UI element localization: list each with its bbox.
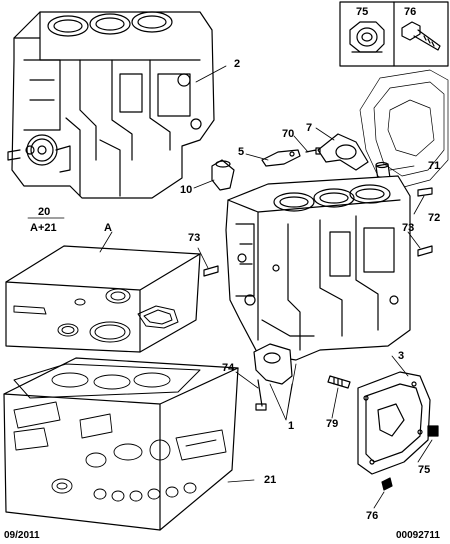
bell-housing — [359, 69, 449, 189]
callout-2: 2 — [234, 58, 241, 70]
nut-75 — [349, 21, 385, 53]
callout-3: 3 — [398, 350, 405, 362]
dowel-10 — [211, 159, 235, 191]
leader-lines — [27, 65, 433, 509]
callout-20: 20 — [38, 206, 51, 218]
gasket-kit-a21 — [3, 357, 239, 531]
callout-10: 10 — [180, 184, 193, 196]
callout-1: 1 — [288, 420, 295, 432]
callout-76-lower: 76 — [366, 510, 379, 522]
pin-72 — [417, 187, 433, 197]
stud-79 — [327, 375, 351, 389]
bolt-76 — [401, 21, 441, 51]
footer-date: 09/2011 — [4, 530, 40, 541]
callout-71: 71 — [428, 160, 441, 172]
callout-75-lower: 75 — [418, 464, 431, 476]
callout-74: 74 — [222, 362, 235, 374]
seal-plate-7 — [317, 133, 369, 171]
callout-a21: A+21 — [30, 222, 57, 234]
callout-72: 72 — [428, 212, 441, 224]
screw-70 — [305, 147, 321, 155]
bracket-5 — [261, 149, 301, 167]
callout-76-box: 76 — [404, 6, 417, 18]
fastener-detail-box — [339, 1, 449, 67]
nut-75-small — [427, 425, 439, 437]
callout-70: 70 — [282, 128, 295, 140]
callout-7: 7 — [306, 122, 313, 134]
bearing-cap-74 — [253, 343, 293, 411]
callout-79: 79 — [326, 418, 339, 430]
pin-73-left — [203, 265, 219, 277]
callout-a: A — [104, 222, 112, 234]
callout-21: 21 — [264, 474, 277, 486]
callout-73-right: 73 — [402, 222, 415, 234]
cover-plate-3 — [357, 371, 431, 475]
callout-75-box: 75 — [356, 6, 369, 18]
footer-reference: 00092711 — [396, 530, 440, 541]
gasket-kit-a — [5, 245, 201, 353]
engine-block-with-crankshaft — [7, 11, 215, 199]
bolt-76-small — [381, 477, 393, 491]
bare-engine-block — [225, 175, 411, 361]
callout-73-left: 73 — [188, 232, 201, 244]
callout-5: 5 — [238, 146, 245, 158]
pin-73-right — [417, 245, 433, 257]
